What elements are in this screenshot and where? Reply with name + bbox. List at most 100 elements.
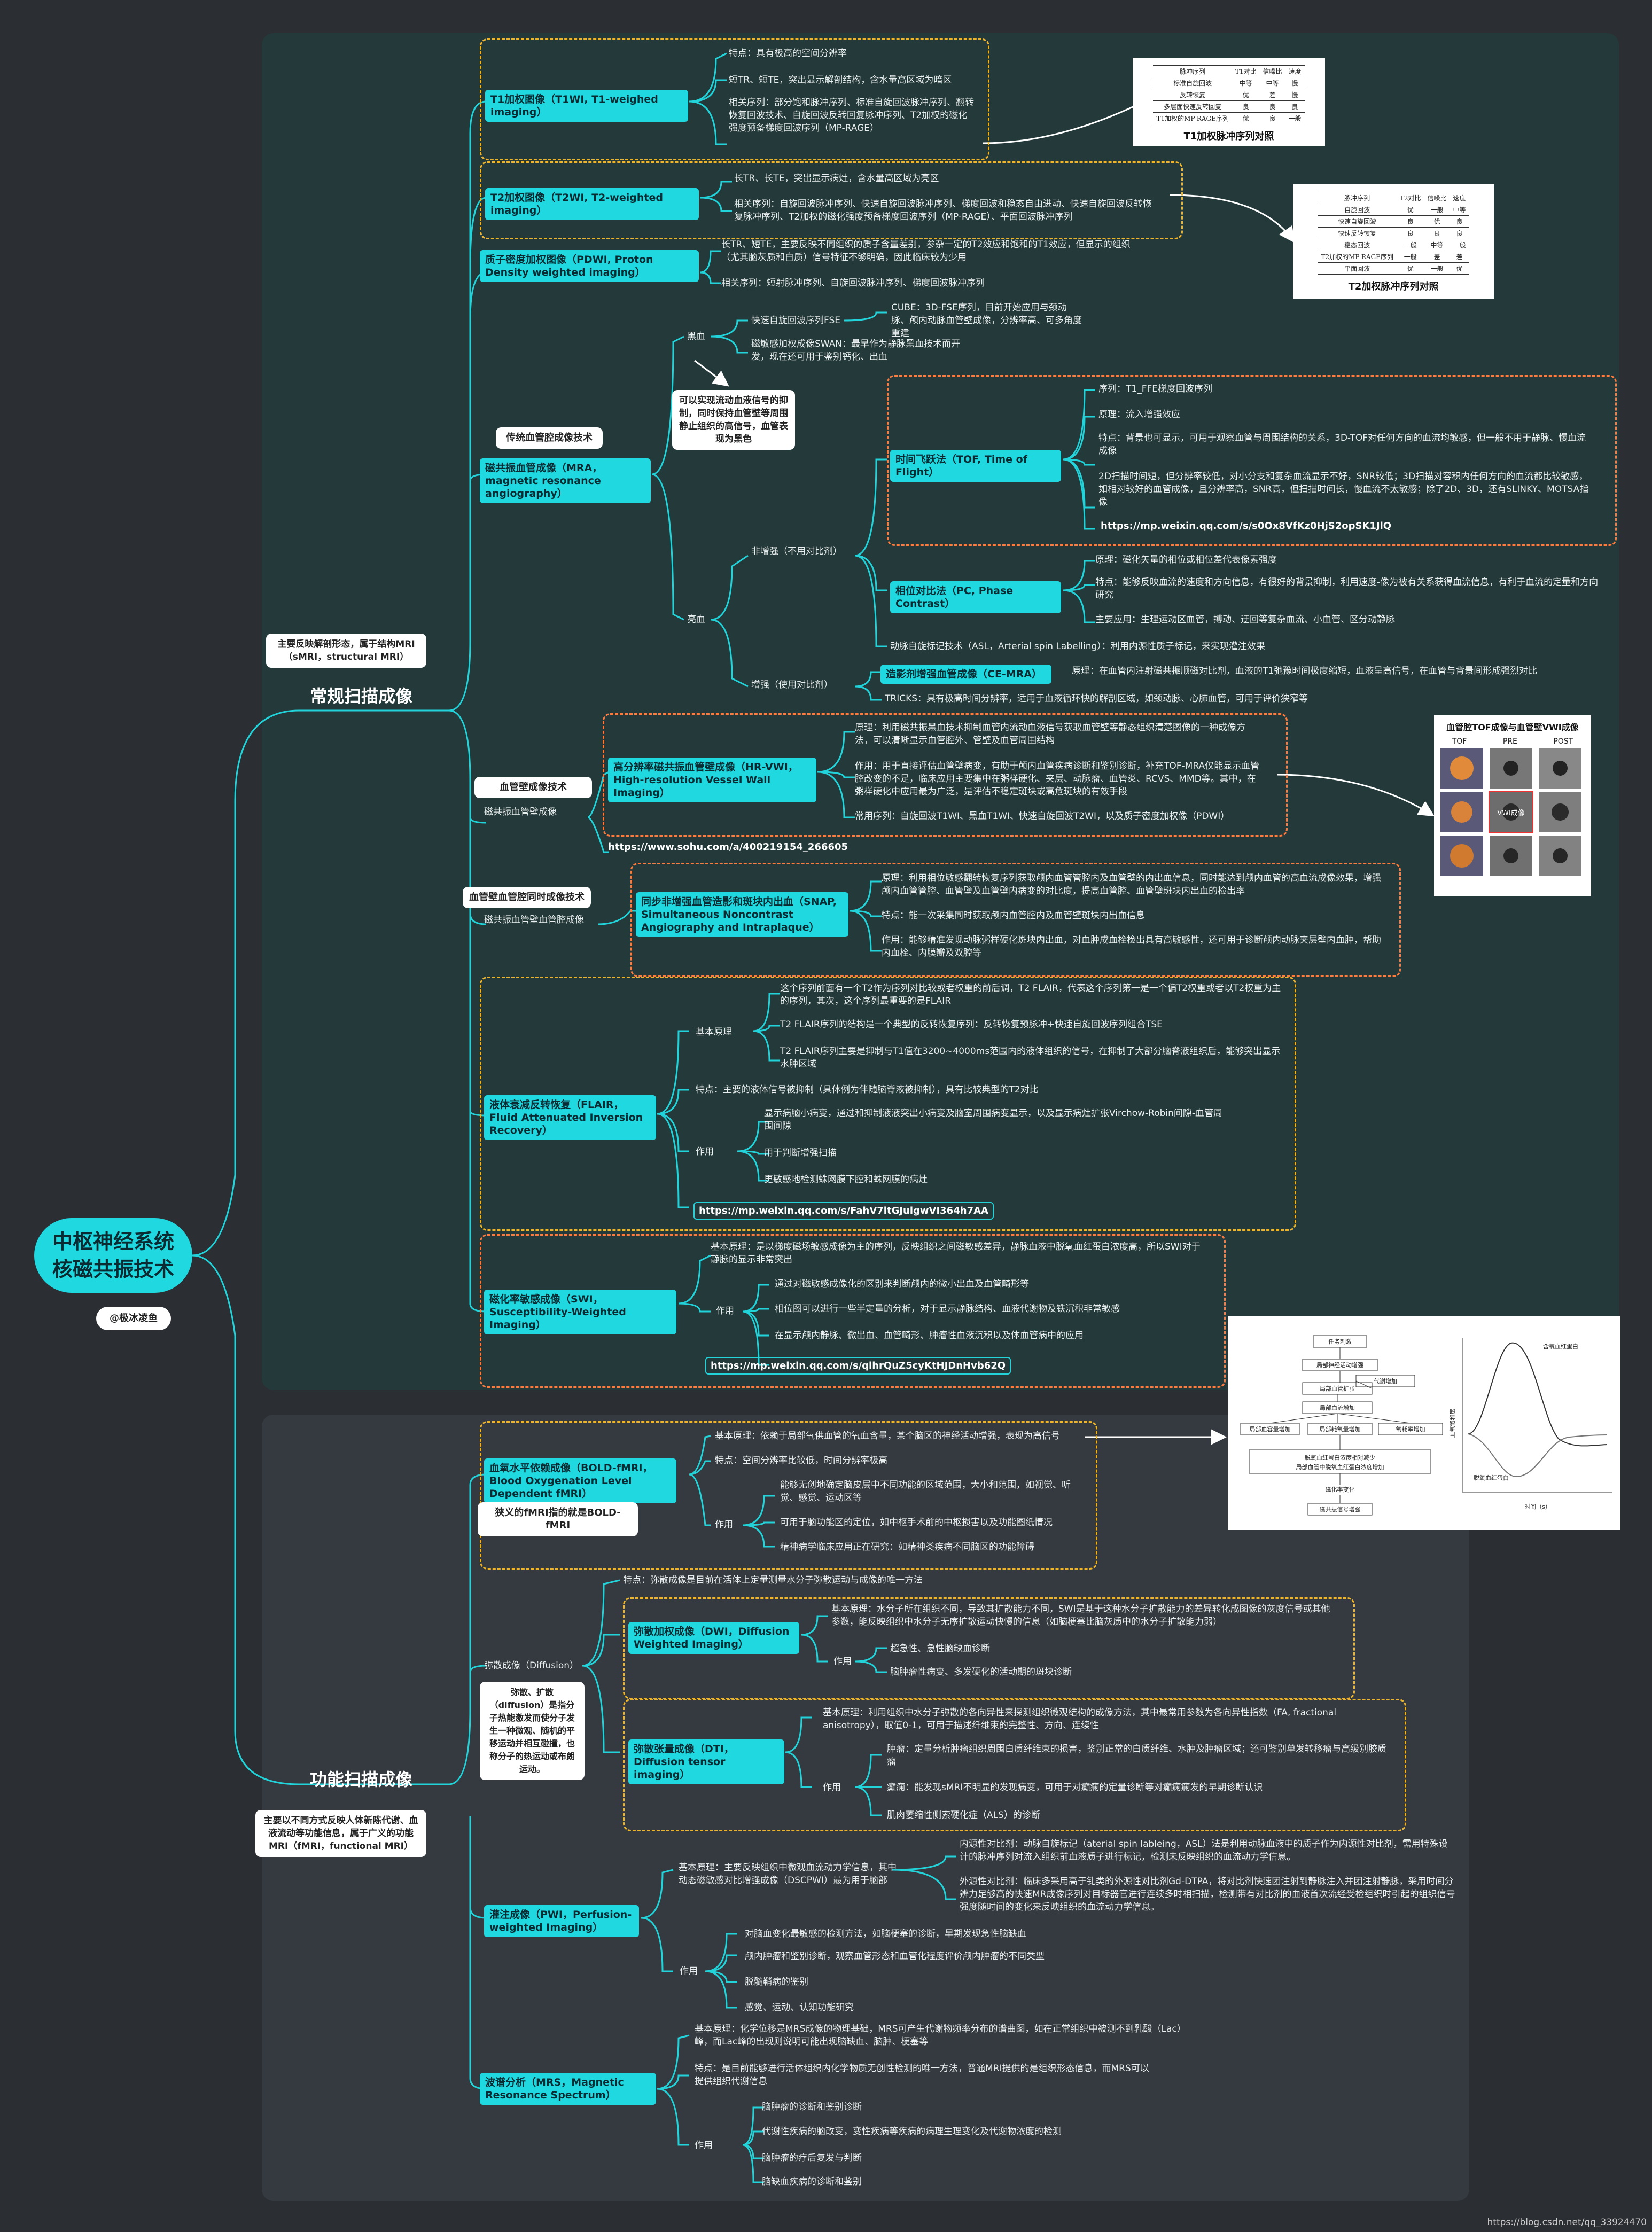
black-blood-note: 可以实现流动血液信号的抑制，同时保持血管壁等周围静止组织的高信号，血管表现为黑色 [672,390,795,450]
pwi-basic: 基本原理：主要反映组织中微观血流动力学信息，其中动态磁敏感对比增强成像（DSCP… [679,1862,897,1886]
snap-item-1: 原理：利用相位敏感翻转恢复序列获取颅内血管管腔内及血管壁的内出血信息，同时能达到… [882,873,1381,896]
mra-tag: 传统血管腔成像技术 [496,427,603,449]
vwi-item-2: 作用：用于直接评估血管壁病变，有助于颅内血管疾病诊断和鉴别诊断，补充TOF-MR… [855,761,1260,797]
t2-item-2: 相关序列：自旋回波脉冲序列、快速自旋回波脉冲序列、梯度回波和稳态自由进动、快速自… [734,199,1152,222]
diffusion-note: 弥散、扩散（diffusion）是指分子热能激发而使分子发生一种微观、随机的平移… [480,1682,585,1780]
table-row: 稳态回波一般中等一般 [1318,239,1469,251]
mrs-use-label: 作用 [695,2140,713,2151]
t1-item-3: 相关序列：部分饱和脉冲序列、标准自旋回波脉冲序列、翻转恢复回波技术、自旋回波反转… [729,97,974,134]
table-cell: 一般 [1450,239,1469,251]
bold-group [480,1421,1097,1570]
pdwi-item-2: 相关序列：短射脉冲序列、自旋回波脉冲序列、梯度回波脉冲序列 [721,278,985,288]
swi-link[interactable]: https://mp.weixin.qq.com/s/qihrQuZ5cyKtH… [705,1357,1011,1375]
black-blood-label: 黑血 [687,331,705,342]
pc-item-3: 主要应用：生理运动区血管，搏动、迂回等复杂血流、小血管、区分动静脉 [1095,614,1395,625]
cemra-node[interactable]: 造影剂增强血管成像（CE-MRA） [880,665,1051,684]
snap-item-2: 特点：能一次采集同时获取颅内血管腔内及血管壁斑块内出血信息 [882,910,1145,921]
table-cell: 良 [1396,227,1424,239]
flow-node-11: 磁化率变化 [1326,1486,1355,1493]
swi-node[interactable]: 磁化率敏感成像（SWI，Susceptibility-Weighted Imag… [484,1290,676,1334]
snap-group [630,863,1401,977]
mrs-feature: 特点：是目前能够进行活体组织内化学物质无创性检测的唯一方法，普通MRI提供的是组… [695,2063,1149,2087]
vwi-item-3: 常用序列：自旋回波T1WI、黑血T1WI、快速自旋回波T2WI，以及质子密度加权… [855,811,1230,822]
vessel-images: VWI成像 [1440,748,1581,876]
tof-item-4: 2D扫描时间短，但分辨率较低，对小分支和复杂血流显示不好，SNR较低；3D扫描对… [1098,471,1589,508]
trunk-t1 [448,100,487,712]
swan-text: 磁敏感加权成像SWAN：最早作为静脉黑血技术而开发，现在还可用于鉴别钙化、出血 [751,339,961,362]
table-cell: T1加权的MP-RAGE序列 [1153,112,1232,124]
dti-use-2: 癫痫：能发现sMRI不明显的发现病变，可用于对癫痫的定量诊断等对癫痫痫发的早期诊… [887,1782,1263,1793]
flow-node-9: 脱氧血红蛋白浓度相对减少 [1305,1454,1375,1461]
tof-link[interactable]: https://mp.weixin.qq.com/s/s0Ox8VfKz0HjS… [1101,520,1392,532]
dwi-group [623,1597,1355,1699]
table-header-cell: 脉冲序列 [1153,65,1232,77]
root-topic: 中枢神经系统 核磁共振技术 [34,1218,192,1293]
table-cell: 优 [1396,204,1424,216]
pwi-dsc: 外源性对比剂：临床多采用高于钆类的外源性对比剂Gd-DTPA，将对比剂快速团注射… [960,1876,1455,1913]
t2-group [480,161,1183,239]
table-cell: 一般 [1396,251,1424,263]
flair-link[interactable]: https://mp.weixin.qq.com/s/FahV7ltGJuigw… [693,1202,994,1220]
flair-use-label: 作用 [696,1146,714,1157]
vwi-link[interactable]: https://www.sohu.com/a/400219154_266605 [608,841,848,853]
tof-node[interactable]: 时间飞跃法（TOF, Time of Flight） [890,450,1061,482]
curve-deoxy: 脱氧血红蛋白 [1474,1474,1509,1481]
flow-node-4: 代谢增加 [1374,1377,1397,1385]
flair-basic-1: 这个序列前面有一个T2作为序列对比较或者权重的前后调，T2 FLAIR，代表这个… [780,983,1281,1006]
vwi-item-1: 原理：利用磁共振黑血技术抑制血管内流动血液信号获取血管壁等静态组织清楚图像的一种… [855,722,1245,746]
functional-note: 主要以不同方式反映人体新陈代谢、血液流动等功能信息，属于广义的功能MRI（fMR… [255,1810,426,1857]
dti-node[interactable]: 弥散张量成像（DTI，Diffusion tensor imaging） [628,1739,784,1784]
dwi-basic: 基本原理：水分子所在组织不同，导致其扩散能力不同，SWI是基于这种水分子扩散能力… [831,1604,1330,1627]
tricks-text: TRICKS：具有极高时间分辨率，适用于血液循环快的解剖区域，如颈动脉、心肺血管… [885,693,1308,704]
pwi-use-2: 颅内肿瘤和鉴别诊断，观察血管形态和血管化程度评价颅内肿瘤的不同类型 [745,1951,1045,1962]
table-header-cell: T1对比 [1232,65,1260,77]
col-tof: TOF [1452,737,1467,746]
table-cell: 良 [1396,215,1424,228]
noncontrast-label: 非增强（不用对比剂） [751,546,842,557]
t2-node[interactable]: T2加权图像（T2WI, T2-weighted imaging） [485,188,699,220]
snap-item-3: 作用：能够精准发现动脉粥样硬化斑块内出血，对血肿成血栓检出具有高敏感性，还可用于… [882,935,1381,958]
vwi-image-card: 血管腔TOF成像与血管壁VWI成像 TOF PRE POST VWI成像 [1434,715,1591,896]
pdwi-node[interactable]: 质子密度加权图像（PDWI, Proton Density weighted i… [480,250,699,282]
bold-node[interactable]: 血氧水平依赖成像（BOLD-fMRI，Blood Oxygenation Lev… [484,1458,676,1503]
flair-node[interactable]: 液体衰减反转恢复（FLAIR，Fluid Attenuated Inversio… [484,1095,656,1140]
table-cell: 良 [1232,100,1260,113]
snap-node[interactable]: 同步非增强血管造影和斑块内出血（SNAP, Simultaneous Nonco… [636,892,848,937]
dwi-node[interactable]: 弥散加权成像（DWI，Diffusion Weighted Imaging） [628,1622,799,1654]
swi-use-1: 通过对磁敏感成像化的区别来判断颅内的微小出血及血管畸形等 [775,1279,1029,1290]
author-badge: @极冰凌鱼 [96,1307,171,1330]
table-cell: 反转恢复 [1153,89,1232,101]
dti-basic: 基本原理：利用组织中水分子弥散的各向异性来探测组织微观结构的成像方法，其中最常用… [823,1707,1337,1731]
bold-mechanism-card: 任务刺激 局部神经活动增强 局部血管扩张 代谢增加 局部血流增加 局部血容量增加… [1228,1316,1620,1530]
swi-use-3: 在显示颅内静脉、微出血、血管畸形、肿瘤性血液沉积以及体血管病中的应用 [775,1330,1084,1341]
pwi-use-3: 脱髓鞘病的鉴别 [745,1977,808,1987]
branch-functional [192,1254,449,1785]
chart-ylabel: 血氧饱和度 [1448,1409,1456,1438]
pdwi-item-1: 长TR、短TE，主要反映不同组织的质子含量差别，参杂一定的T2效应和饱和的T1效… [721,239,1131,263]
mra-node[interactable]: 磁共振血管成像（MRA，magnetic resonance angiograp… [480,458,651,503]
pc-node[interactable]: 相位对比法（PC, Phase Contrast） [890,581,1061,613]
cube-text: CUBE：3D-FSE序列，目前开始应用与颈动脉、颅内动脉血管壁成像，分辨率高、… [891,302,1082,339]
table-row: T1加权的MP-RAGE序列优良一般 [1153,112,1305,124]
diffusion-feature: 特点：弥散成像是目前在活体上定量测量水分子弥散运动与成像的唯一方法 [623,1575,923,1586]
flair-use-1: 显示病脑小病变，通过和抑制液液突出小病变及脑室周围病变显示，以及显示病灶扩张Vi… [764,1108,1223,1131]
t2-card-caption: T2加权脉冲序列对照 [1348,281,1439,292]
flow-node-10: 局部血管中脱氧血红蛋白浓度增加 [1296,1463,1384,1471]
swi-group [480,1234,1226,1388]
t1-node[interactable]: T1加权图像（T1WI, T1-weighed imaging） [485,90,688,122]
dti-use-1: 肿瘤：定量分析肿瘤组织周围白质纤维束的损害，鉴别正常的白质纤维、水肿及肿瘤区域；… [887,1744,1386,1767]
dwi-use-1: 超急性、急性脑缺血诊断 [890,1643,990,1654]
hrvwi-node[interactable]: 高分辨率磁共振血管壁成像（HR-VWI，High-resolution Vess… [608,758,816,802]
mrs-node[interactable]: 波谱分析（MRS，Magnetic Resonance Spectrum） [480,2073,656,2105]
table-cell: 平面回波 [1318,262,1397,275]
enhanced-label: 增强（使用对比剂） [751,680,833,690]
bright-blood-label: 亮血 [687,614,705,625]
pc-item-2: 特点：能够反映血流的速度和方向信息，有很好的背景抑制，利用速度-像为被有关系获得… [1095,577,1599,600]
flair-use-3: 更敏感地检测蛛网膜下腔和蛛网膜的病灶 [764,1174,928,1185]
diffusion-label: 弥散成像（Diffusion） [484,1660,579,1671]
pwi-node[interactable]: 灌注成像（PWI，Perfusion-weighted Imaging） [484,1905,639,1937]
functional-title: 功能扫描成像 [310,1769,413,1790]
dti-group [623,1699,1406,1831]
flow-node-1: 任务刺激 [1328,1338,1352,1345]
